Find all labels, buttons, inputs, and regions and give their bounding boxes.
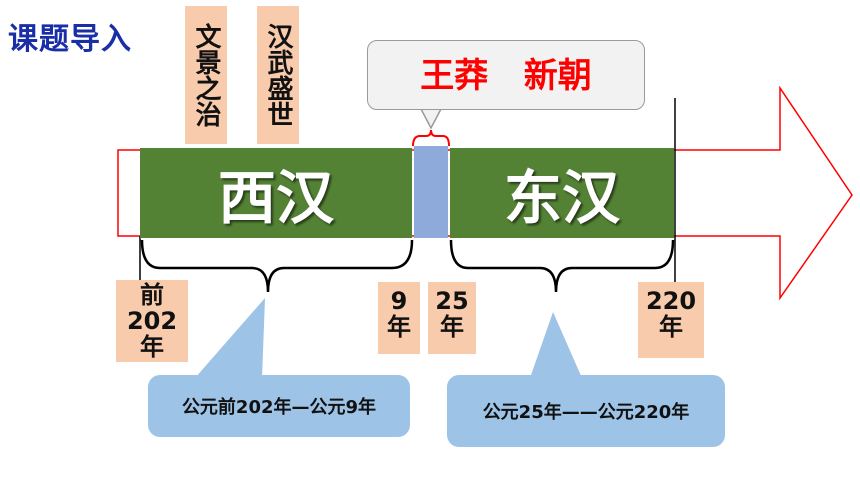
year-label-ad25: 25 年 [428, 282, 476, 354]
year-ad25-line2: 年 [440, 313, 464, 341]
donghan-brace [449, 239, 675, 293]
callout-pointer [420, 108, 442, 130]
bar-xihan-label: 西汉 [217, 164, 334, 232]
bar-donghan-label: 东汉 [503, 164, 620, 232]
xinchao-callout-text: 王莽 新朝 [420, 56, 592, 96]
year-bc202-line3: 年 [140, 333, 164, 361]
note-xihan-period-text: 公元前202年—公元9年 [181, 397, 377, 418]
label-wenjing-zhizhi: 文景之治 [185, 6, 227, 144]
year-ad220-line1: 220 [645, 287, 697, 315]
note-donghan-period: 公元25年——公元220年 [447, 375, 725, 447]
xinchao-callout [367, 40, 645, 110]
note-donghan-period-text: 公元25年——公元220年 [482, 402, 690, 423]
xinchao-bracket [412, 129, 450, 147]
bar-xihan: 西汉 [140, 148, 412, 238]
xihan-brace [140, 239, 414, 293]
bar-donghan: 东汉 [450, 148, 674, 238]
year-bc202-line2: 202 [126, 307, 178, 335]
bar-xinchao [414, 146, 448, 238]
page-title: 课题导入 [8, 22, 132, 57]
note-xihan-period: 公元前202年—公元9年 [148, 375, 410, 437]
year-ad25-line1: 25 [435, 287, 469, 315]
donghan-note-pointer [530, 312, 582, 378]
year-ad9-line1: 9 [390, 287, 408, 315]
year-ad220-line2: 年 [659, 313, 683, 341]
year-bc202-line1: 前 [140, 281, 164, 309]
label-hanwu-shengshi: 汉武盛世 [257, 6, 299, 144]
year-label-ad220: 220 年 [638, 282, 704, 358]
year-label-ad9: 9 年 [378, 282, 420, 354]
year-ad9-line2: 年 [387, 313, 411, 341]
year-label-bc202: 前 202 年 [116, 280, 188, 362]
xihan-note-pointer [195, 298, 265, 378]
